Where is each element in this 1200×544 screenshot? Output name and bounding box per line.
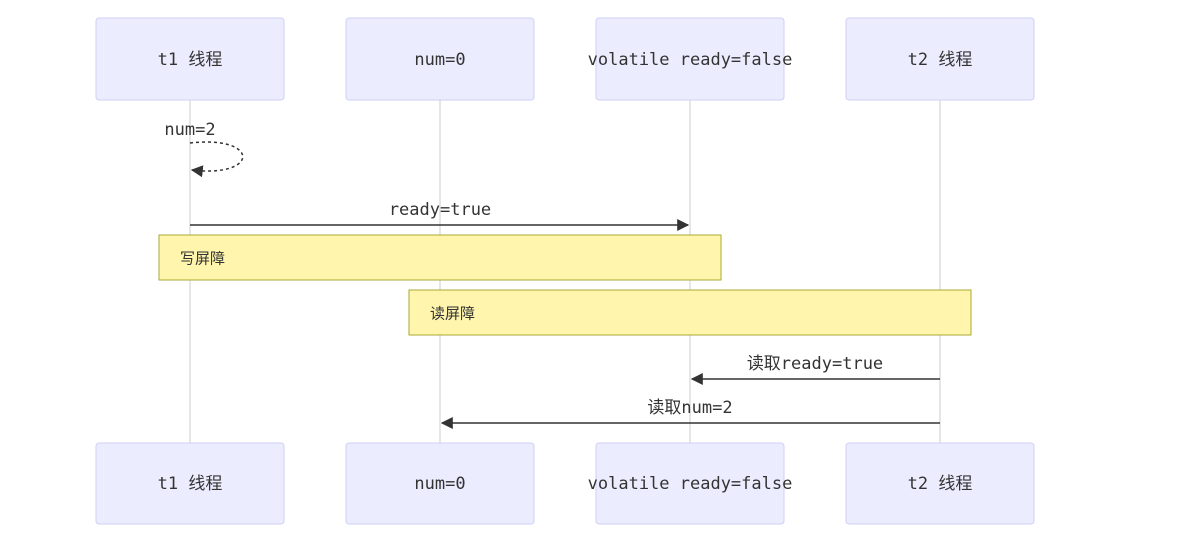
message-read-ready-label: 读取ready=true	[747, 354, 883, 374]
message-t2-to-ready: 读取ready=true	[690, 354, 940, 385]
self-message-t1: num=2	[164, 120, 244, 178]
actor-top-t2: t2 线程	[845, 17, 1035, 101]
note-write-barrier: 写屏障	[158, 234, 722, 281]
actor-top-t1-label: t1 线程	[158, 50, 223, 70]
actor-top-t2-label: t2 线程	[908, 50, 973, 70]
note-read-barrier: 读屏障	[408, 289, 972, 336]
self-message-label: num=2	[164, 120, 215, 140]
actor-bottom-num-label: num=0	[414, 474, 465, 494]
message-read-num-label: 读取num=2	[647, 398, 732, 418]
message-ready-true-label: ready=true	[389, 200, 491, 220]
actor-top-ready: volatile ready=false	[588, 17, 793, 101]
actor-bottom-t1-label: t1 线程	[158, 474, 223, 494]
actor-top-t1: t1 线程	[95, 17, 285, 101]
actor-bottom-t2-label: t2 线程	[908, 474, 973, 494]
actor-bottom-ready-label: volatile ready=false	[588, 474, 793, 494]
note-write-barrier-label: 写屏障	[180, 250, 225, 268]
message-t1-to-ready: ready=true	[190, 200, 690, 231]
message-t2-to-num: 读取num=2	[440, 398, 940, 429]
actor-top-ready-label: volatile ready=false	[588, 50, 793, 70]
actor-bottom-t2: t2 线程	[845, 442, 1035, 525]
actor-bottom-num: num=0	[345, 442, 535, 525]
actor-top-num-label: num=0	[414, 50, 465, 70]
actor-top-num: num=0	[345, 17, 535, 101]
actor-bottom-ready: volatile ready=false	[588, 442, 793, 525]
actor-bottom-t1: t1 线程	[95, 442, 285, 525]
note-read-barrier-label: 读屏障	[430, 305, 475, 323]
